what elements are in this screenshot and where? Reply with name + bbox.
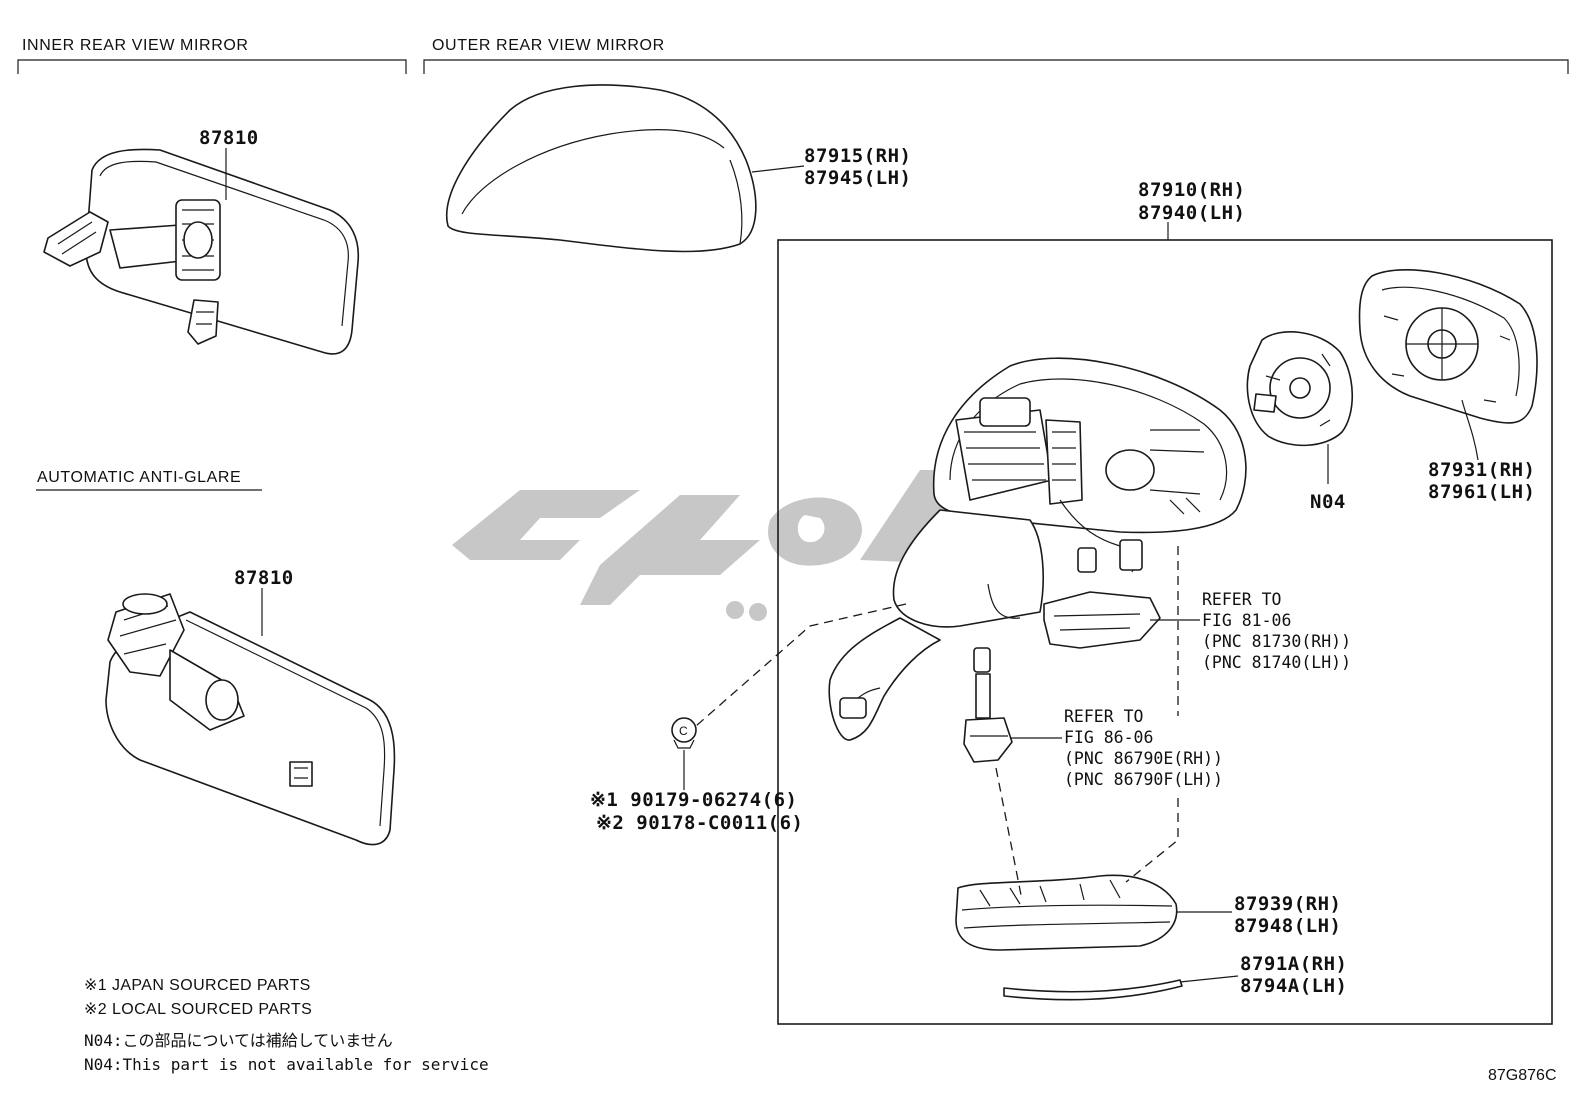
clip-symbol: C [679, 724, 688, 738]
note-n04-english: N04:This part is not available for servi… [84, 1055, 489, 1074]
part-number-strip-rh: 8791A(RH) [1240, 953, 1347, 975]
part-number-87810-top: 87810 [199, 127, 259, 149]
part-number-n04: N04 [1310, 491, 1346, 513]
part-number-87810-bottom: 87810 [234, 567, 294, 589]
part-number-assembly-lh: 87940(LH) [1138, 202, 1245, 224]
inner-section-title: INNER REAR VIEW MIRROR [22, 37, 249, 54]
ref1-line1: REFER TO [1202, 590, 1281, 609]
part-number-strip-lh: 8794A(LH) [1240, 975, 1347, 997]
dashed-line-lamp [1125, 798, 1179, 883]
dashed-line-socket [995, 767, 1023, 901]
mirror-strip-illustration [1003, 979, 1183, 1001]
auto-antiglare-title: AUTOMATIC ANTI-GLARE [37, 469, 241, 486]
glass-leader [1461, 399, 1479, 461]
figure-code: 87G876C [1488, 1067, 1557, 1084]
ref2-line1: REFER TO [1064, 707, 1143, 726]
part-number-assembly-rh: 87910(RH) [1138, 179, 1245, 201]
part-number-clip-1: ※1 90179-06274(6) [590, 789, 797, 811]
inner-section-bracket [17, 59, 407, 74]
outer-section-bracket [423, 59, 1569, 74]
note-local-sourced: ※2 LOCAL SOURCED PARTS [84, 1001, 312, 1018]
auto-antiglare-mirror-illustration [105, 593, 396, 846]
outer-assembly-box [777, 239, 1553, 1025]
inner-mirror-illustration [43, 148, 360, 355]
part-number-glass-rh: 87931(RH) [1428, 459, 1535, 481]
part-number-glass-lh: 87961(LH) [1428, 481, 1535, 503]
ref1-line3: (PNC 81730(RH)) [1202, 632, 1351, 651]
turn-signal-lamp-illustration [955, 874, 1178, 951]
clip-illustration: C [671, 717, 697, 749]
mirror-glass-illustration [1358, 269, 1538, 424]
mirror-cover-illustration [445, 84, 757, 253]
note-japan-sourced: ※1 JAPAN SOURCED PARTS [84, 977, 311, 994]
part-number-cover-rh: 87915(RH) [804, 145, 911, 167]
part-number-lamp-rh: 87939(RH) [1234, 893, 1341, 915]
mirror-housing-illustration [932, 357, 1247, 573]
dashed-line-clip [695, 603, 907, 727]
part-number-clip-2: ※2 90178-C0011(6) [596, 812, 803, 834]
mirror-base-illustration [828, 509, 1044, 741]
cover-leader [751, 165, 805, 173]
note-n04-japanese: N04:この部品については補給していません [84, 1031, 393, 1050]
ref1-line2: FIG 81-06 [1202, 611, 1291, 630]
ref2-line2: FIG 86-06 [1064, 728, 1153, 747]
ref1-line4: (PNC 81740(LH)) [1202, 653, 1351, 672]
outer-section-title: OUTER REAR VIEW MIRROR [432, 37, 665, 54]
part-number-cover-lh: 87945(LH) [804, 167, 911, 189]
refer-fig-81-06-part [1043, 591, 1161, 649]
ref2-line4: (PNC 86790F(LH)) [1064, 770, 1223, 789]
strip-leader [1179, 975, 1239, 983]
refer-fig-86-06-part [963, 647, 1013, 763]
part-number-lamp-lh: 87948(LH) [1234, 915, 1341, 937]
mirror-actuator-illustration [1246, 331, 1354, 447]
ref2-line3: (PNC 86790E(RH)) [1064, 749, 1223, 768]
